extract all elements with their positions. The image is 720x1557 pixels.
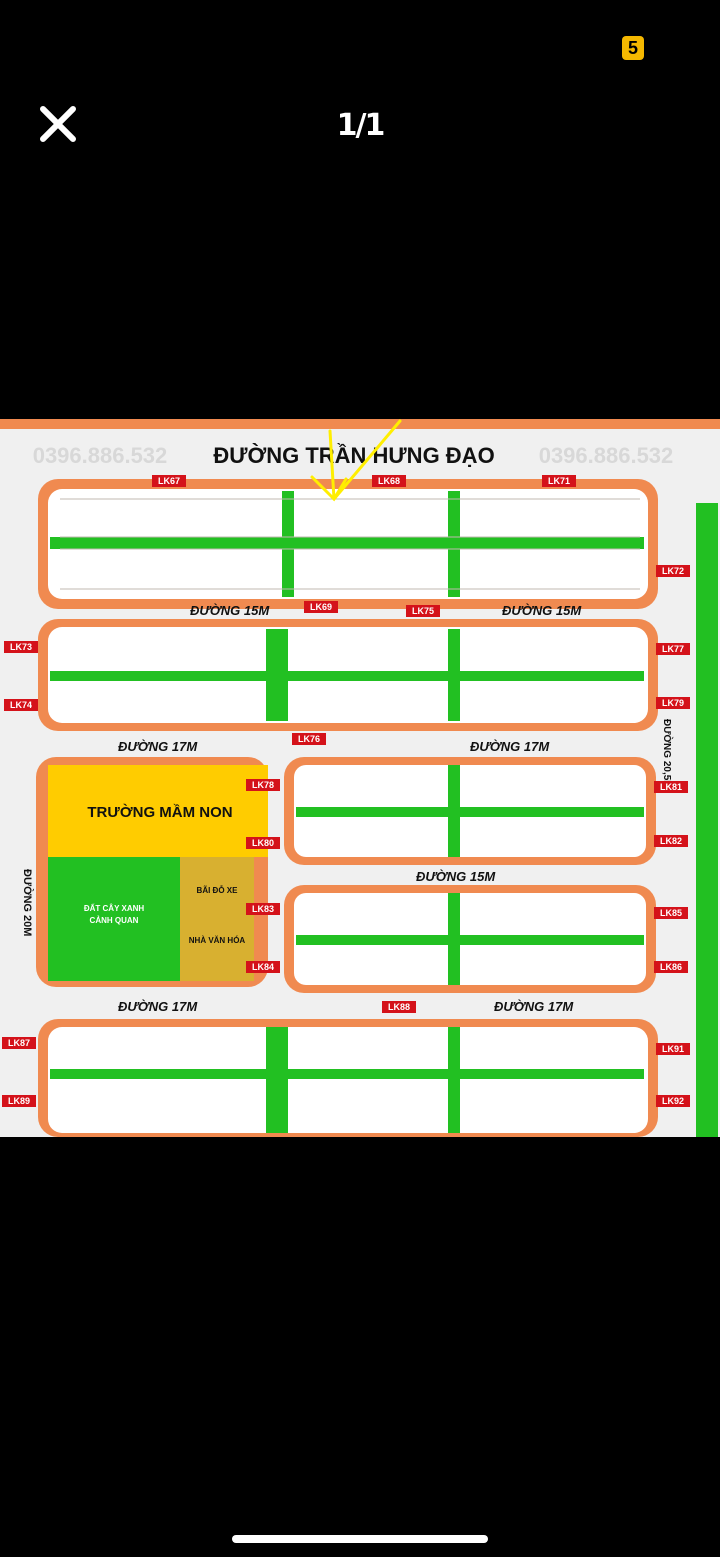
road-label-15m: ĐƯỜNG 15M [502, 603, 582, 618]
lot-label: LK86 [660, 962, 682, 972]
lot-label: LK85 [660, 908, 682, 918]
lot-label: LK83 [252, 904, 274, 914]
culture-house-label: NHÀ VĂN HÓA [189, 936, 246, 945]
lot-label: LK88 [388, 1002, 410, 1012]
lot-label: LK77 [662, 644, 684, 654]
close-icon[interactable] [38, 104, 78, 144]
lot-label: LK79 [662, 698, 684, 708]
image-viewer[interactable]: ĐƯỜNG TRẦN HƯNG ĐẠO 0396.886.532 0396.88… [0, 419, 720, 1137]
road-label-20m: ĐƯỜNG 20M [21, 869, 34, 936]
lot-label: LK89 [8, 1096, 30, 1106]
lot-label: LK78 [252, 780, 274, 790]
lot-label: LK74 [10, 700, 32, 710]
lot-label: LK82 [660, 836, 682, 846]
image-counter: 1/1 [336, 108, 386, 143]
home-indicator[interactable] [232, 1535, 488, 1543]
lot-label: LK72 [662, 566, 684, 576]
highlight-arrow [310, 419, 402, 502]
parking-label: BÃI ĐỖ XE [197, 886, 239, 895]
road-label-17m: ĐƯỜNG 17M [118, 999, 198, 1014]
road-label-17m: ĐƯỜNG 17M [118, 739, 198, 754]
lot-label: LK76 [298, 734, 320, 744]
map-title: ĐƯỜNG TRẦN HƯNG ĐẠO [213, 443, 494, 468]
lot-label: LK80 [252, 838, 274, 848]
road-label-15m: ĐƯỜNG 15M [416, 869, 496, 884]
lot-label: LK75 [412, 606, 434, 616]
watermark: 0396.886.532 [33, 443, 168, 468]
green-area-label-2: CẢNH QUAN [90, 916, 139, 925]
road-label-15m: ĐƯỜNG 15M [190, 603, 270, 618]
lot-label: LK71 [548, 476, 570, 486]
watermark: 0396.886.532 [539, 443, 674, 468]
lot-label: LK73 [10, 642, 32, 652]
lot-label: LK69 [310, 602, 332, 612]
lot-label: LK84 [252, 962, 274, 972]
road-label-17m: ĐƯỜNG 17M [470, 739, 550, 754]
school-label: TRƯỜNG MẦM NON [87, 803, 232, 821]
lot-label: LK81 [660, 782, 682, 792]
notification-badge: 5 [622, 36, 644, 60]
lot-label: LK91 [662, 1044, 684, 1054]
site-plan-map: ĐƯỜNG TRẦN HƯNG ĐẠO 0396.886.532 0396.88… [0, 419, 720, 1137]
road-label-17m: ĐƯỜNG 17M [494, 999, 574, 1014]
road-label-205m: ĐƯỜNG 20,5M [661, 719, 674, 789]
lot-label: LK67 [158, 476, 180, 486]
lot-label: LK87 [8, 1038, 30, 1048]
lot-label: LK92 [662, 1096, 684, 1106]
lot-label: LK68 [378, 476, 400, 486]
green-area-label: ĐẤT CÂY XANH [84, 903, 145, 913]
